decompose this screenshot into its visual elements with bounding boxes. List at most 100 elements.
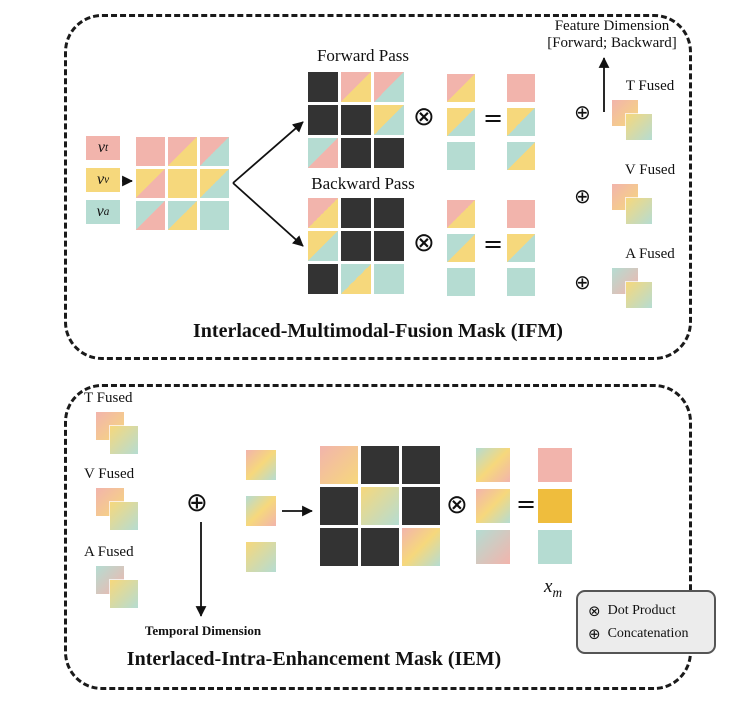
- xm-subscript: m: [552, 584, 563, 600]
- t-fused-label: T Fused: [84, 390, 133, 406]
- grid-cell: [308, 264, 338, 294]
- t-fused-icon: [612, 100, 654, 142]
- grid-cell: [402, 528, 440, 566]
- dot-product-icon: ⊗: [413, 228, 435, 258]
- grid-cell: [374, 198, 404, 228]
- grid-cell: [200, 137, 229, 166]
- grid-cell: [538, 530, 572, 564]
- backward-output-vector: [507, 200, 535, 296]
- forward-mask-grid: [308, 72, 404, 168]
- grid-cell: [447, 234, 475, 262]
- a-fused-label: A Fused: [84, 544, 134, 560]
- legend-box: ⊗ Dot Product ⊕ Concatenation: [576, 590, 716, 654]
- dot-product-icon: ⊗: [446, 490, 468, 520]
- a-fused-icon: [612, 268, 654, 310]
- grid-cell: [320, 487, 358, 525]
- fused-square-front: [626, 282, 652, 308]
- grid-cell: [374, 72, 404, 102]
- grid-cell: [341, 231, 371, 261]
- ifm-title: Interlaced-Multimodal-Fusion Mask (IFM): [193, 320, 563, 342]
- grid-cell: [308, 105, 338, 135]
- grid-cell: [341, 264, 371, 294]
- grid-cell: [476, 530, 510, 564]
- grid-cell: [402, 446, 440, 484]
- dot-product-icon: ⊗: [413, 102, 435, 132]
- grid-cell: [341, 105, 371, 135]
- vt-subscript: t: [105, 142, 109, 154]
- fused-square-front: [626, 114, 652, 140]
- a-fused-label: A Fused: [625, 246, 675, 262]
- grid-cell: [341, 138, 371, 168]
- grid-cell: [507, 142, 535, 170]
- grid-cell: [320, 528, 358, 566]
- feature-dimension-line2: [Forward; Backward]: [547, 35, 677, 52]
- v-fused-icon: [612, 184, 654, 226]
- grid-cell: [507, 234, 535, 262]
- ifm-panel: [64, 14, 692, 360]
- feature-dimension-label: Feature Dimension [Forward; Backward]: [524, 18, 700, 53]
- grid-cell: [341, 72, 371, 102]
- grid-cell: [136, 169, 165, 198]
- legend-dot-product-label: Dot Product: [607, 602, 676, 618]
- grid-cell: [308, 138, 338, 168]
- grid-cell: [374, 105, 404, 135]
- grid-cell: [308, 72, 338, 102]
- grid-cell: [538, 448, 572, 482]
- forward-input-vector: [447, 74, 475, 170]
- vv-subscript: v: [104, 174, 110, 186]
- xm-base: x: [544, 576, 553, 597]
- legend-concatenation-label: Concatenation: [607, 625, 689, 641]
- temporal-dimension-label: Temporal Dimension: [144, 623, 262, 638]
- grid-cell: [136, 137, 165, 166]
- forward-pass-label: Forward Pass: [316, 46, 410, 65]
- forward-output-vector: [507, 74, 535, 170]
- legend-concatenation: ⊕ Concatenation: [588, 625, 704, 643]
- iem-output-vector: [538, 448, 572, 564]
- grid-cell: [200, 201, 229, 230]
- concatenation-icon: ⊕: [574, 184, 591, 208]
- va-label: v: [96, 203, 104, 220]
- iem-title: Interlaced-Intra-Enhancement Mask (IEM): [126, 648, 502, 670]
- grid-cell: [246, 450, 276, 480]
- equals-sign: =: [483, 230, 504, 258]
- grid-cell: [507, 74, 535, 102]
- grid-cell: [374, 138, 404, 168]
- a-fused-icon: [96, 566, 140, 610]
- va-subscript: a: [103, 206, 110, 218]
- backward-input-vector: [447, 200, 475, 296]
- grid-cell: [374, 264, 404, 294]
- feature-dimension-line1: Feature Dimension: [554, 18, 670, 34]
- equals-sign: =: [483, 104, 504, 132]
- grid-cell: [200, 169, 229, 198]
- concatenation-icon: ⊕: [186, 488, 208, 518]
- grid-cell: [136, 201, 165, 230]
- equals-sign: =: [516, 490, 537, 518]
- grid-cell: [361, 446, 399, 484]
- legend-dot-product: ⊗ Dot Product: [588, 602, 704, 620]
- backward-pass-label: Backward Pass: [311, 174, 415, 193]
- grid-cell: [476, 448, 510, 482]
- grid-cell: [447, 200, 475, 228]
- xm-label: xm: [544, 576, 562, 601]
- iem-panel: [64, 384, 692, 690]
- concatenation-icon: ⊕: [574, 100, 591, 124]
- grid-cell: [447, 142, 475, 170]
- grid-cell: [447, 108, 475, 136]
- concatenation-icon: ⊕: [588, 624, 601, 643]
- dot-product-icon: ⊗: [588, 601, 601, 620]
- vt-label: v: [97, 139, 105, 156]
- grid-cell: [246, 496, 276, 526]
- grid-cell: [320, 446, 358, 484]
- concatenation-icon: ⊕: [574, 270, 591, 294]
- fused-square-front: [110, 502, 138, 530]
- backward-mask-grid: [308, 198, 404, 294]
- iem-mask-grid: [320, 446, 440, 566]
- grid-cell: [341, 198, 371, 228]
- interlaced-input-grid: [136, 137, 229, 230]
- t-fused-label: T Fused: [625, 78, 675, 94]
- grid-cell: [507, 200, 535, 228]
- grid-cell: [168, 169, 197, 198]
- t-fused-icon: [96, 412, 140, 456]
- grid-cell: [447, 74, 475, 102]
